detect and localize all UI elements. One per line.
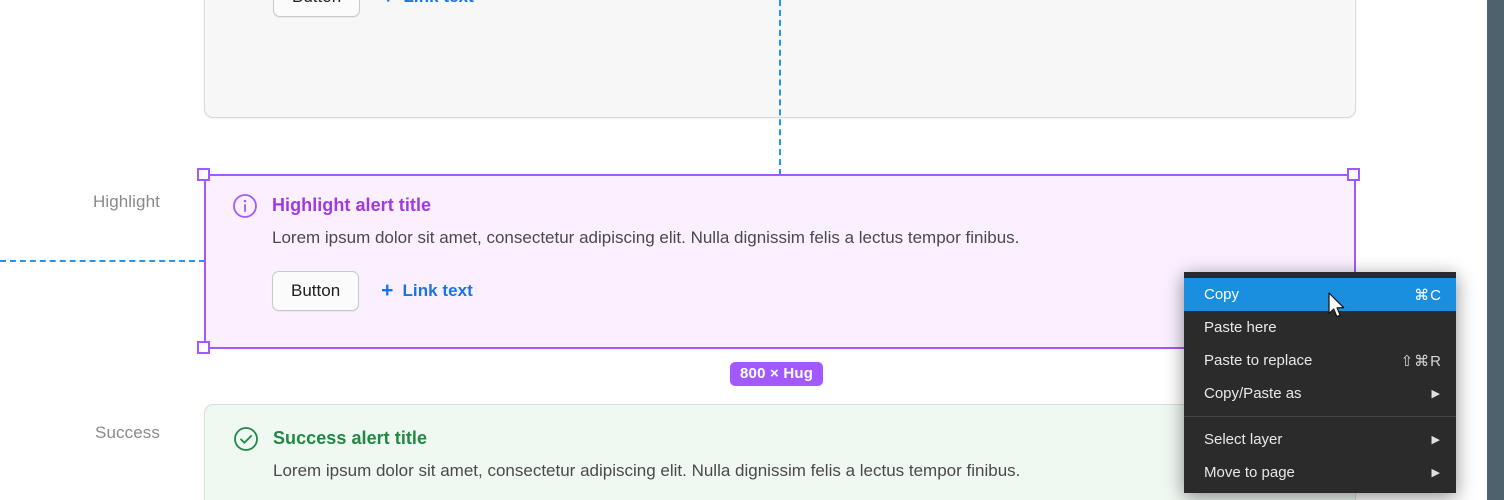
context-menu-label: Paste here bbox=[1204, 319, 1277, 336]
selection-edge-left bbox=[204, 174, 206, 349]
context-menu[interactable]: Copy ⌘C Paste here Paste to replace ⇧⌘R … bbox=[1184, 272, 1456, 493]
context-menu-label: Select layer bbox=[1204, 431, 1283, 448]
alignment-guide-horizontal bbox=[0, 260, 205, 262]
context-menu-item-paste-here[interactable]: Paste here bbox=[1184, 311, 1456, 344]
button-neutral[interactable]: Button bbox=[273, 0, 361, 17]
context-menu-label: Copy/Paste as bbox=[1204, 385, 1302, 402]
alert-title-success: Success alert title bbox=[273, 428, 428, 448]
context-menu-item-move-to-page[interactable]: Move to page ▶ bbox=[1184, 456, 1456, 489]
resize-handle-top-right[interactable] bbox=[1347, 168, 1360, 181]
button-highlight[interactable]: Button bbox=[272, 271, 360, 311]
context-menu-item-paste-to-replace[interactable]: Paste to replace ⇧⌘R bbox=[1184, 344, 1456, 377]
context-menu-item-copy[interactable]: Copy ⌘C bbox=[1184, 278, 1456, 311]
context-menu-label: Copy bbox=[1204, 286, 1240, 303]
link-label-neutral: Link text bbox=[403, 0, 473, 7]
resize-handle-bottom-left[interactable] bbox=[197, 341, 210, 354]
context-menu-item-copy-paste-as[interactable]: Copy/Paste as ▶ bbox=[1184, 377, 1456, 410]
size-badge: 800 × Hug bbox=[730, 362, 824, 386]
alert-body-highlight: Lorem ipsum dolor sit amet, consectetur … bbox=[272, 228, 1020, 247]
alignment-guide-vertical bbox=[779, 0, 781, 175]
alert-title-highlight: Highlight alert title bbox=[272, 195, 432, 215]
context-menu-label: Move to page bbox=[1204, 464, 1295, 481]
alert-head-success: Success alert title bbox=[233, 425, 1327, 452]
plus-icon: + bbox=[382, 0, 394, 7]
chevron-right-icon: ▶ bbox=[1431, 388, 1440, 400]
link-neutral[interactable]: + Link text bbox=[382, 0, 474, 7]
plus-icon: + bbox=[381, 279, 394, 302]
alert-actions-neutral: Button + Link text bbox=[273, 0, 1327, 17]
window-edge-strip bbox=[1487, 0, 1504, 500]
context-menu-shortcut: ⌘C bbox=[1414, 286, 1442, 304]
context-menu-shortcut: ⇧⌘R bbox=[1400, 352, 1442, 370]
alert-head-highlight: Highlight alert title bbox=[232, 192, 1328, 219]
link-label-highlight: Link text bbox=[402, 281, 473, 300]
resize-handle-top-left[interactable] bbox=[197, 168, 210, 181]
check-circle-icon bbox=[233, 426, 259, 452]
row-label-highlight: Highlight bbox=[92, 192, 160, 211]
alert-card-success[interactable]: Success alert title Lorem ipsum dolor si… bbox=[204, 404, 1356, 500]
row-label-success: Success bbox=[95, 423, 160, 442]
link-highlight[interactable]: + Link text bbox=[381, 279, 473, 302]
alert-body-success: Lorem ipsum dolor sit amet, consectetur … bbox=[273, 461, 1021, 480]
chevron-right-icon: ▶ bbox=[1431, 434, 1440, 446]
selection-edge-bottom bbox=[204, 347, 1356, 349]
context-menu-separator bbox=[1184, 416, 1456, 417]
context-menu-label: Paste to replace bbox=[1204, 352, 1313, 369]
alert-actions-highlight: Button + Link text bbox=[272, 271, 1328, 311]
chevron-right-icon: ▶ bbox=[1431, 467, 1440, 479]
selection-edge-top bbox=[204, 174, 1356, 176]
info-circle-icon bbox=[232, 193, 258, 219]
alert-card-highlight[interactable]: Highlight alert title Lorem ipsum dolor … bbox=[204, 174, 1356, 348]
context-menu-item-select-layer[interactable]: Select layer ▶ bbox=[1184, 423, 1456, 456]
selection-edge-right bbox=[1354, 174, 1356, 349]
